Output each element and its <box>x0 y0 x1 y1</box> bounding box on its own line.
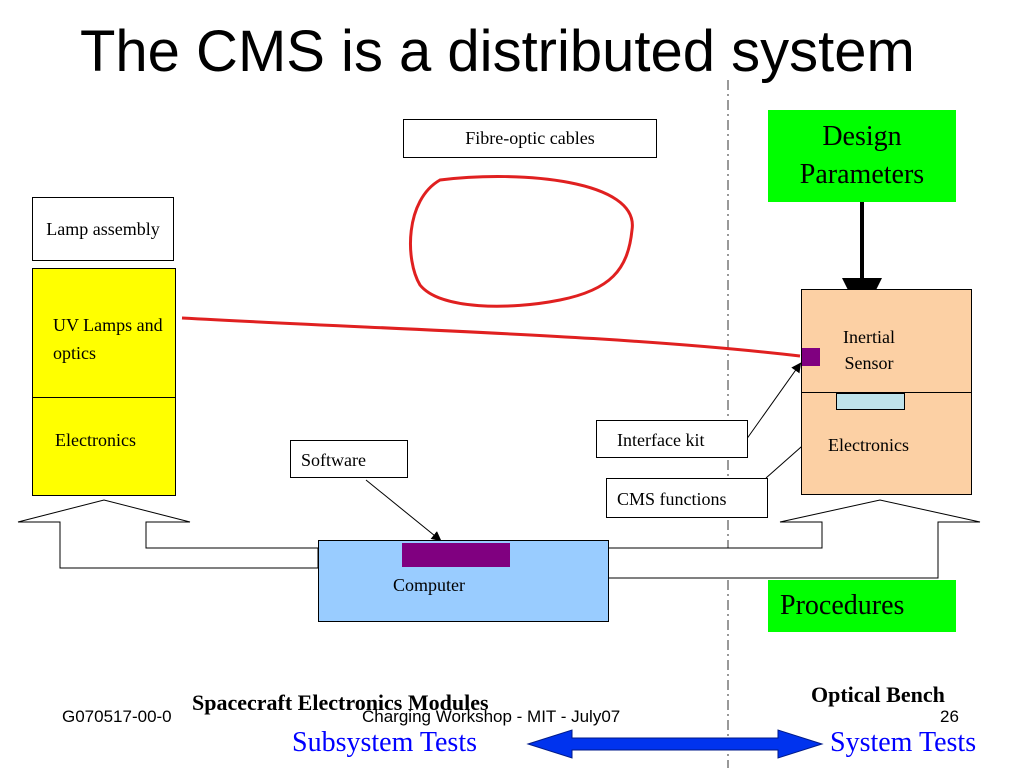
page-number: 26 <box>940 707 959 726</box>
cms-functions-label: CMS functions <box>606 478 768 518</box>
left-hollow-arrow <box>17 499 319 569</box>
sensor-electronics-text: Electronics <box>828 435 909 455</box>
system-tests-label: System Tests <box>830 727 977 758</box>
cms-functions-text: CMS functions <box>617 489 727 509</box>
sensor-purple-chip <box>802 348 820 366</box>
inertial-sensor-text: Inertial Sensor <box>843 327 895 373</box>
software-label: Software <box>290 440 408 478</box>
optical-bench-label: Optical Bench <box>811 682 945 707</box>
fibre-cable <box>181 316 801 358</box>
computer-chip <box>402 543 510 567</box>
subsystem-tests-label: Subsystem Tests <box>292 727 477 758</box>
uv-lamps-text: UV Lamps and optics <box>53 315 163 363</box>
lamp-assembly-label: Lamp assembly <box>32 197 174 261</box>
lamp-electronics-box: Electronics <box>32 397 176 496</box>
software-text: Software <box>301 450 366 470</box>
computer-text: Computer <box>393 575 465 595</box>
tests-double-arrow <box>526 729 824 759</box>
slide-title: The CMS is a distributed system <box>80 19 915 84</box>
sensor-electronics-chip <box>836 393 905 410</box>
procedures-text: Procedures <box>780 590 905 621</box>
right-hollow-arrow <box>607 499 981 579</box>
interface-kit-pointer <box>745 362 802 441</box>
footer-center: Charging Workshop - MIT - July07 <box>362 707 621 726</box>
fibre-optic-label-text: Fibre-optic cables <box>465 128 595 148</box>
design-parameters-text: Design Parameters <box>799 121 925 190</box>
fibre-loop <box>409 175 634 308</box>
software-pointer <box>365 479 442 542</box>
procedures-box: Procedures <box>768 580 956 632</box>
uv-lamps-box: UV Lamps and optics <box>32 268 176 398</box>
footer-left: G070517-00-0 <box>62 707 172 726</box>
sensor-electronics-box: Electronics <box>801 392 972 495</box>
inertial-sensor-box: Inertial Sensor <box>801 289 972 393</box>
interface-kit-text: Interface kit <box>617 430 705 450</box>
computer-box: Computer <box>318 540 609 622</box>
spacecraft-modules-label: Spacecraft Electronics Modules <box>192 690 489 715</box>
fibre-optic-label: Fibre-optic cables <box>403 119 657 158</box>
lamp-assembly-text: Lamp assembly <box>46 219 160 239</box>
interface-kit-label: Interface kit <box>596 420 748 458</box>
lamp-electronics-text: Electronics <box>55 430 136 450</box>
design-parameters-box: Design Parameters <box>768 110 956 202</box>
